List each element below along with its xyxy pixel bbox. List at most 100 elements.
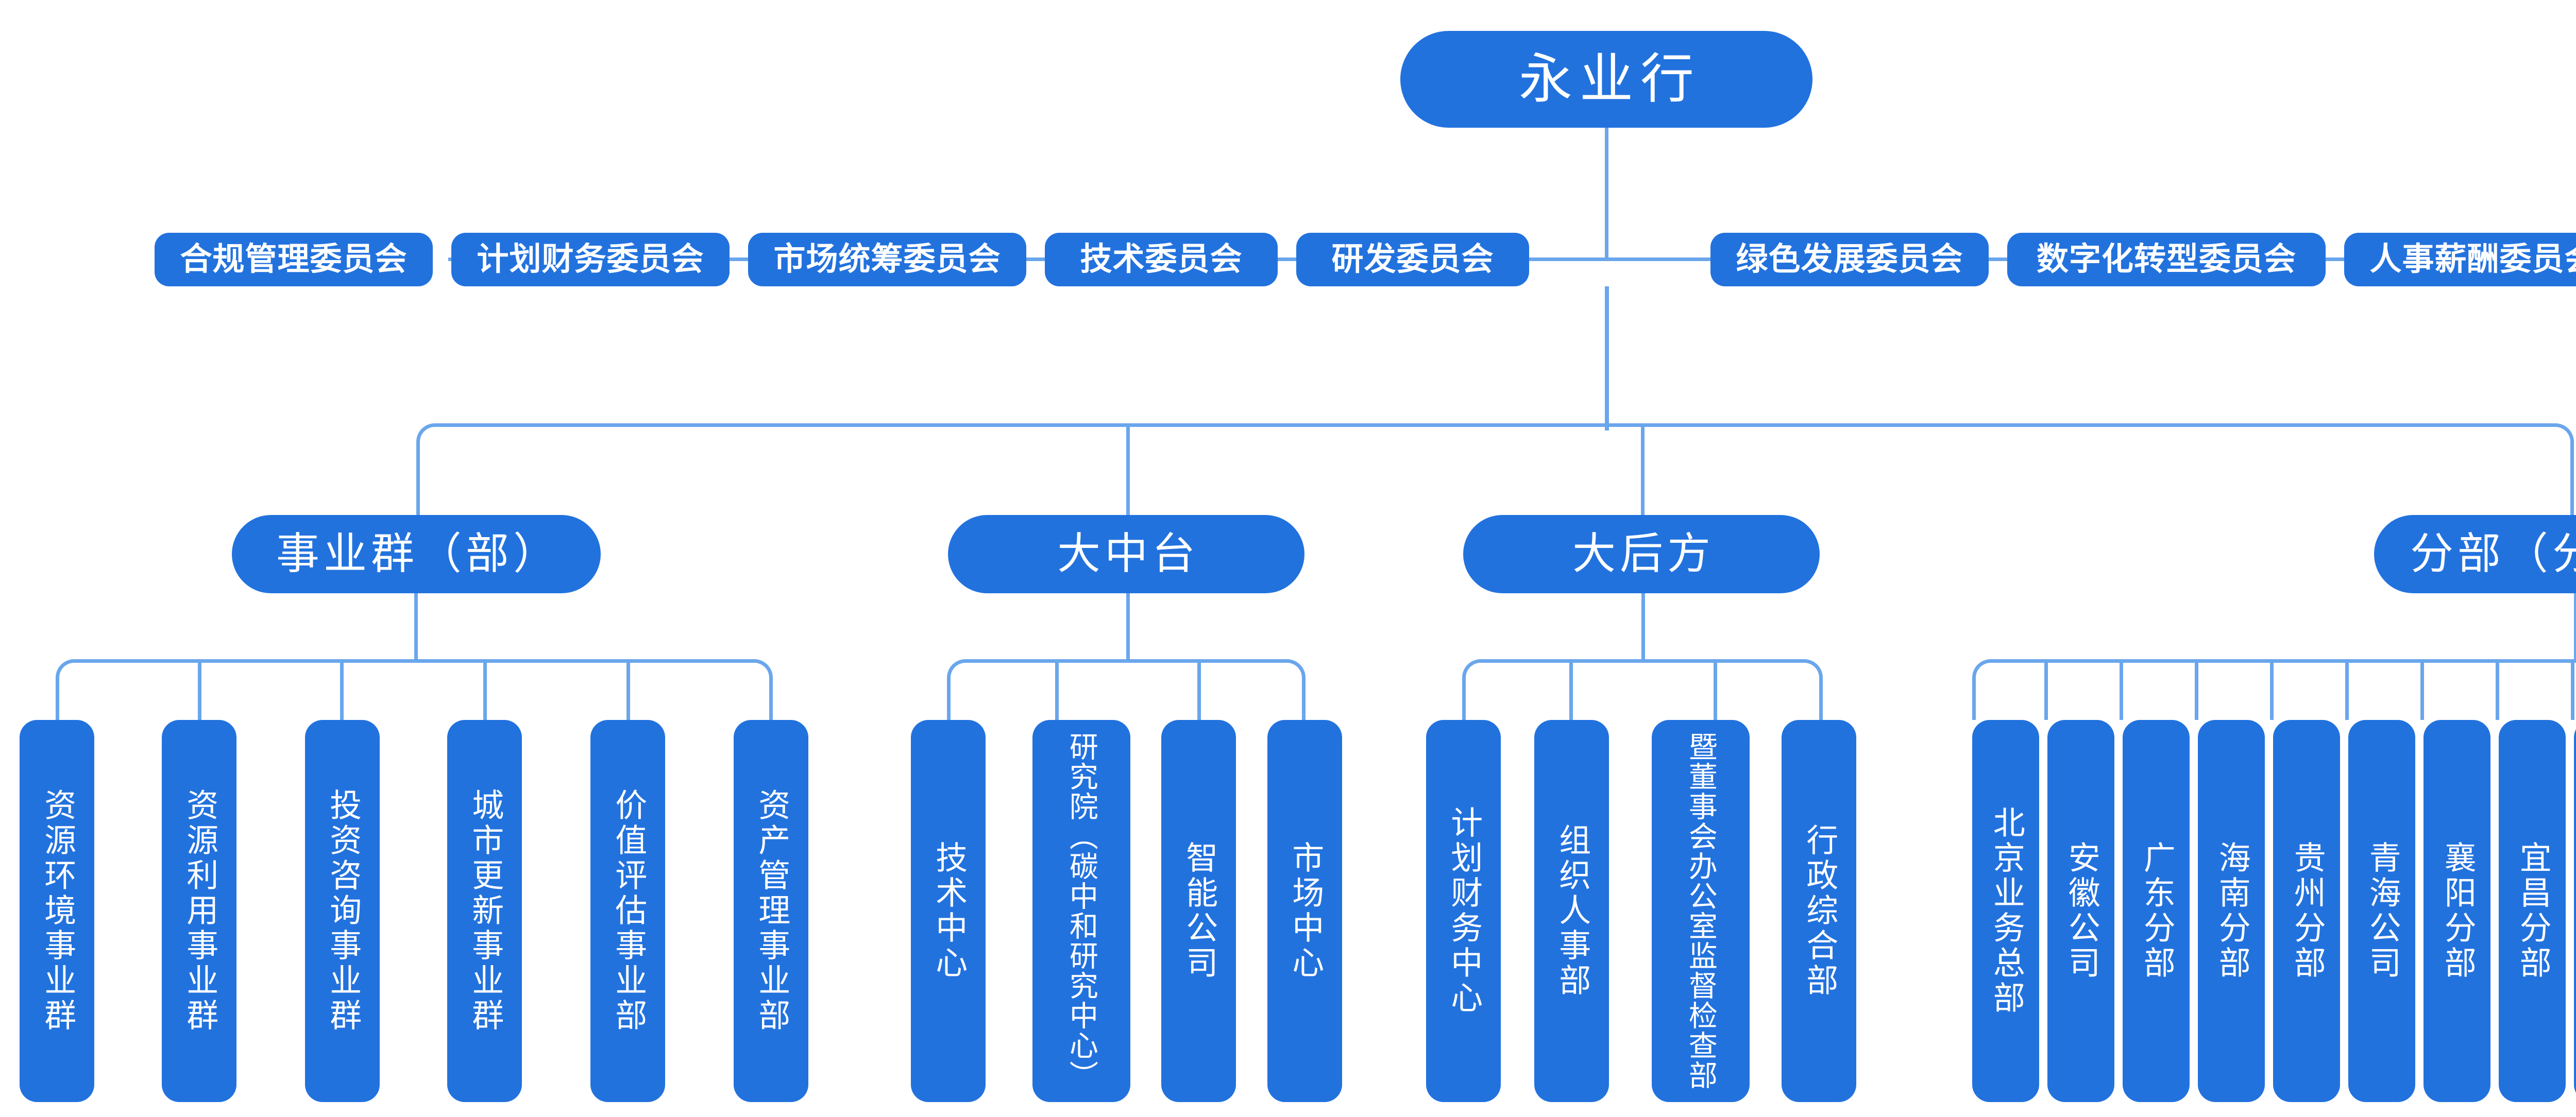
connector-group2-stem xyxy=(1641,593,1645,661)
root-node-label: 永业行 xyxy=(1518,49,1701,109)
connector-group-drop-1 xyxy=(1126,425,1130,517)
connector-group2-drop-1 xyxy=(1569,661,1573,720)
leaf-node-label: 青海公司 xyxy=(2364,841,2400,981)
connector-bracket-group3 xyxy=(1972,659,2576,720)
leaf-node-label-col-a: 研究院 xyxy=(1065,732,1098,821)
leaf-node-label: 组织人事部 xyxy=(1554,823,1590,999)
leaf-node-g0-3[interactable]: 城市更新事业群 xyxy=(447,720,522,1102)
leaf-node-label-col-b: （碳中和研究中心） xyxy=(1065,821,1098,1090)
leaf-node-label-col-b: 监督检查部 xyxy=(1685,941,1718,1090)
connector-group1-stem xyxy=(1126,593,1130,661)
group-node-label: 大中台 xyxy=(1057,529,1199,578)
leaf-node-label: 北京业务总部 xyxy=(1988,806,2024,1016)
group-node-label: 事业群（部） xyxy=(276,529,561,578)
connector-group3-drop-2 xyxy=(2120,661,2123,720)
leaf-node-g0-2[interactable]: 投资咨询事业群 xyxy=(305,720,380,1102)
leaf-node-g3-5[interactable]: 青海公司 xyxy=(2348,720,2415,1102)
committee-label: 计划财务委员会 xyxy=(477,242,704,278)
leaf-node-label: 技术中心 xyxy=(930,841,967,981)
committee-label: 研发委员会 xyxy=(1331,242,1494,278)
leaf-node-label: 资产管理事业部 xyxy=(753,788,789,1034)
leaf-node-g2-0[interactable]: 计划财务中心 xyxy=(1426,720,1501,1102)
leaf-node-label: 贵州分部 xyxy=(2289,841,2325,981)
root-node-yongyexing[interactable]: 永业行 xyxy=(1400,31,1812,128)
group-node-label: 大后方 xyxy=(1572,529,1715,578)
committee-node-1[interactable]: 计划财务委员会 xyxy=(451,233,730,286)
leaf-node-label: 价值评估事业部 xyxy=(610,788,646,1034)
leaf-node-label: 资源利用事业群 xyxy=(181,788,217,1034)
leaf-node-g3-2[interactable]: 广东分部 xyxy=(2123,720,2190,1102)
connector-group3-stem xyxy=(2574,593,2576,661)
leaf-node-g0-1[interactable]: 资源利用事业群 xyxy=(162,720,236,1102)
leaf-node-g3-7[interactable]: 宜昌分部 xyxy=(2499,720,2566,1102)
committee-label: 人事薪酬委员会 xyxy=(2369,242,2576,278)
committee-node-5[interactable]: 绿色发展委员会 xyxy=(1710,233,1989,286)
leaf-node-g2-1[interactable]: 组织人事部 xyxy=(1534,720,1609,1102)
committee-node-7[interactable]: 人事薪酬委员会 xyxy=(2344,233,2576,286)
leaf-node-g1-3[interactable]: 市场中心 xyxy=(1267,720,1342,1102)
leaf-node-label: 广东分部 xyxy=(2138,841,2174,981)
committee-label: 数字化转型委员会 xyxy=(2036,242,2296,278)
leaf-node-g0-4[interactable]: 价值评估事业部 xyxy=(590,720,665,1102)
connector-group-drop-2 xyxy=(1641,425,1645,517)
connector-group3-drop-1 xyxy=(2044,661,2048,720)
connector-root-stem xyxy=(1605,128,1608,260)
leaf-node-label: 宜昌分部 xyxy=(2514,841,2550,981)
connector-group0-drop-4 xyxy=(626,661,630,720)
connector-trunk-to-groups xyxy=(1605,286,1609,431)
committee-node-0[interactable]: 合规管理委员会 xyxy=(155,233,433,286)
group-node-label: 分部（分公司） xyxy=(2410,529,2576,578)
connector-bracket-group0 xyxy=(56,659,773,720)
committee-node-2[interactable]: 市场统筹委员会 xyxy=(748,233,1026,286)
leaf-node-g3-3[interactable]: 海南分部 xyxy=(2198,720,2265,1102)
leaf-node-label: 智能公司 xyxy=(1181,841,1217,981)
leaf-node-g3-1[interactable]: 安徽公司 xyxy=(2047,720,2114,1102)
leaf-node-label-col-a: 暨董事会办公室 xyxy=(1685,732,1718,941)
committee-label: 绿色发展委员会 xyxy=(1736,242,1963,278)
connector-group3-drop-4 xyxy=(2270,661,2274,720)
leaf-node-g3-4[interactable]: 贵州分部 xyxy=(2273,720,2340,1102)
connector-group0-stem xyxy=(414,593,418,661)
committee-label: 合规管理委员会 xyxy=(180,242,408,278)
connector-group1-drop-2 xyxy=(1197,661,1201,720)
group-node-0[interactable]: 事业群（部） xyxy=(232,515,601,593)
leaf-node-label: 资源环境事业群 xyxy=(39,788,75,1034)
leaf-node-label: 市场中心 xyxy=(1287,841,1323,981)
leaf-node-g3-8[interactable]: 黄石分部 xyxy=(2574,720,2576,1102)
committee-node-6[interactable]: 数字化转型委员会 xyxy=(2007,233,2326,286)
leaf-node-g3-0[interactable]: 北京业务总部 xyxy=(1972,720,2039,1102)
committee-label: 市场统筹委员会 xyxy=(773,242,1001,278)
connector-group3-drop-3 xyxy=(2195,661,2198,720)
committee-node-4[interactable]: 研发委员会 xyxy=(1296,233,1529,286)
connector-bracket-groups xyxy=(416,423,2574,516)
leaf-node-label: 投资咨询事业群 xyxy=(325,788,361,1034)
leaf-node-g1-2[interactable]: 智能公司 xyxy=(1161,720,1236,1102)
committee-label: 技术委员会 xyxy=(1080,242,1243,278)
leaf-node-label: 计划财务中心 xyxy=(1446,806,1482,1016)
connector-group3-drop-8 xyxy=(2571,661,2574,720)
leaf-node-label: 行政综合部 xyxy=(1801,823,1837,999)
connector-bracket-group2 xyxy=(1462,659,1823,720)
connector-group3-drop-6 xyxy=(2420,661,2424,720)
leaf-node-label: 襄阳分部 xyxy=(2439,841,2475,981)
leaf-node-g2-3[interactable]: 行政综合部 xyxy=(1782,720,1856,1102)
leaf-node-label: 安徽公司 xyxy=(2063,841,2099,981)
committee-node-3[interactable]: 技术委员会 xyxy=(1045,233,1278,286)
group-node-2[interactable]: 大后方 xyxy=(1463,515,1820,593)
connector-group3-drop-7 xyxy=(2496,661,2499,720)
leaf-node-g1-1[interactable]: 研究院 （碳中和研究中心） xyxy=(1032,720,1130,1102)
connector-group1-drop-1 xyxy=(1055,661,1059,720)
leaf-node-g1-0[interactable]: 技术中心 xyxy=(911,720,986,1102)
group-node-1[interactable]: 大中台 xyxy=(948,515,1304,593)
connector-bracket-group1 xyxy=(947,659,1306,720)
connector-group3-drop-5 xyxy=(2345,661,2349,720)
group-node-3[interactable]: 分部（分公司） xyxy=(2374,515,2576,593)
connector-group0-drop-1 xyxy=(198,661,201,720)
connector-group2-drop-2 xyxy=(1714,661,1717,720)
connector-group0-drop-2 xyxy=(340,661,344,720)
leaf-node-g0-0[interactable]: 资源环境事业群 xyxy=(20,720,94,1102)
leaf-node-g2-2[interactable]: 暨董事会办公室 监督检查部 xyxy=(1652,720,1750,1102)
leaf-node-g0-5[interactable]: 资产管理事业部 xyxy=(734,720,808,1102)
leaf-node-g3-6[interactable]: 襄阳分部 xyxy=(2424,720,2490,1102)
